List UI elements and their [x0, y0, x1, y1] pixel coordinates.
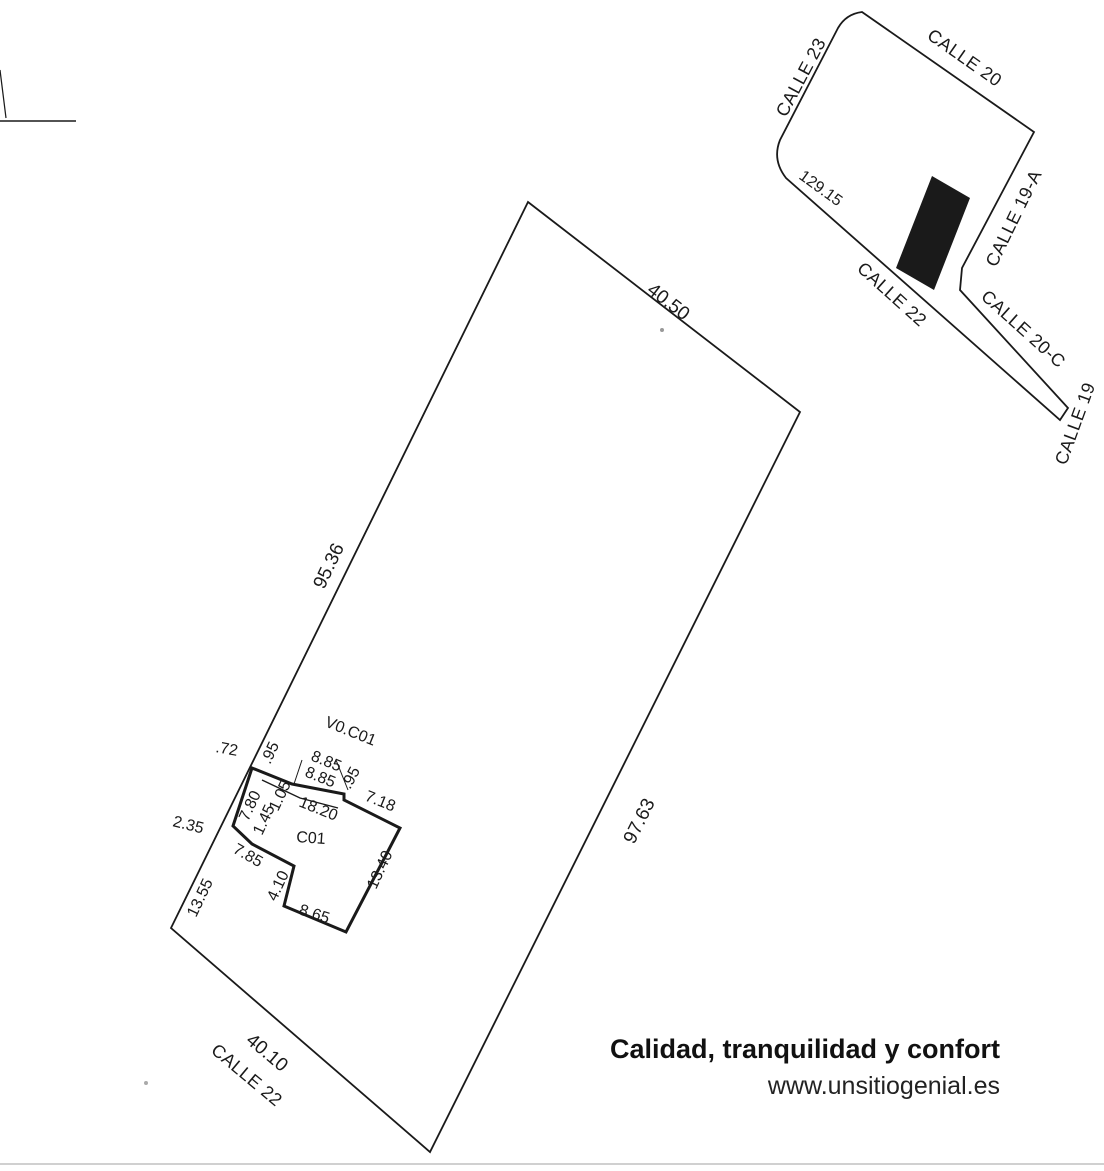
building-c01-outline: [231, 766, 403, 934]
speck: [144, 1081, 148, 1085]
lot-side-top: 40.50: [643, 279, 693, 325]
street-calle-19a: CALLE 19-A: [982, 167, 1046, 270]
location-map-block: [776, 11, 1070, 422]
building-leader: [335, 759, 349, 791]
location-frontage: 129.15: [796, 167, 846, 210]
dim-95b: .95: [339, 764, 364, 792]
dim-2-35: 2.35: [171, 813, 205, 837]
footer-tagline: Calidad, tranquilidad y confort: [609, 1034, 1000, 1064]
street-calle-20: CALLE 20: [924, 25, 1006, 91]
street-calle-23: CALLE 23: [772, 34, 830, 119]
lot-side-right: 97.63: [620, 795, 660, 847]
dim-7-85: 7.85: [230, 841, 266, 871]
bottom-rule: [0, 1163, 1104, 1165]
building-leader-2: [293, 759, 303, 785]
building-vo-label: V0.C01: [323, 714, 379, 750]
dim-13-40: 13.40: [364, 848, 396, 892]
corner-mark: [0, 69, 7, 119]
location-map-lot-highlight: [896, 176, 970, 290]
dim-72: .72: [214, 739, 239, 760]
dim-18-20: 18.20: [297, 794, 341, 825]
footer-website[interactable]: www.unsitiogenial.es: [767, 1072, 1000, 1100]
lot-side-left: 95.36: [310, 540, 349, 592]
street-calle-19: CALLE 19: [1051, 380, 1099, 468]
lot-side-left-lower: 13.55: [184, 876, 217, 920]
building-inner-wall: [261, 779, 339, 809]
speck: [660, 328, 664, 332]
lot-outline: [169, 200, 802, 1154]
dim-8-65: 8.65: [297, 902, 332, 928]
building-name: C01: [296, 829, 327, 848]
